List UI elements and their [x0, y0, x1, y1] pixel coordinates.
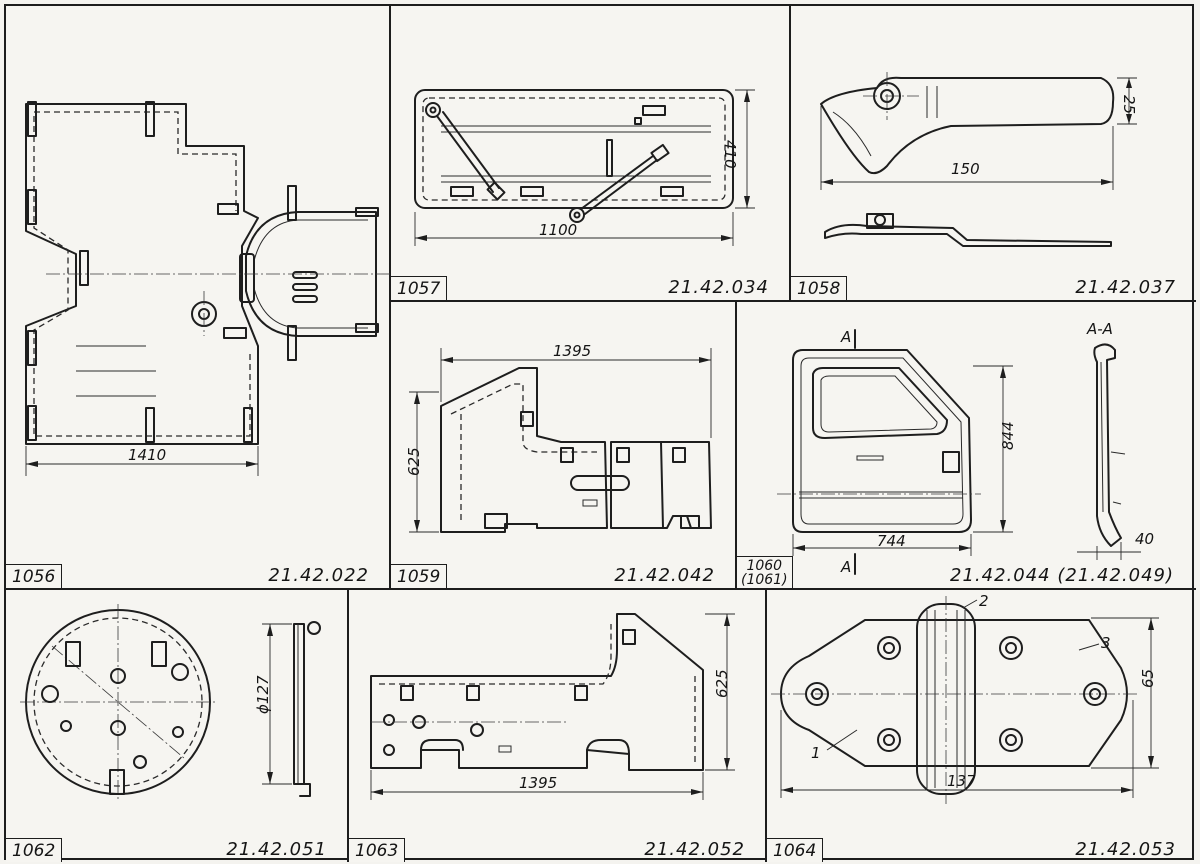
- dim-1063-width: 1395: [519, 774, 557, 792]
- part-code-1059: 21.42.042: [614, 565, 715, 586]
- panel-1059: 1395 625 1059 21.42.042: [391, 302, 737, 590]
- drawing-1056: 1410: [6, 6, 391, 590]
- part-code-1060: 21.42.044 (21.42.049): [950, 565, 1174, 586]
- part-number-1064: 1064: [767, 838, 824, 862]
- drawing-1064: 1 2 3 137 65: [767, 592, 1196, 862]
- dim-1058-width: 150: [951, 160, 980, 178]
- section-label: A-A: [1086, 320, 1113, 338]
- dim-1059-height: 625: [405, 447, 423, 476]
- dim-1060-width: 744: [877, 532, 906, 550]
- part-number-1057: 1057: [391, 276, 448, 300]
- drawing-1058: 150 25: [791, 6, 1138, 302]
- hinge-holes: [806, 637, 1106, 751]
- part-code-1062: 21.42.051: [226, 839, 327, 860]
- part-number-1058: 1058: [791, 276, 848, 300]
- part-number-1062: 1062: [6, 838, 63, 862]
- callout-3: 3: [1101, 634, 1111, 652]
- part-number-1063: 1063: [349, 838, 406, 862]
- part-number-1060: 1060 (1061): [737, 556, 793, 588]
- part-code-1058: 21.42.037: [1075, 277, 1176, 298]
- dim-1062-diameter: ϕ127: [254, 675, 272, 714]
- dim-1060-depth: 40: [1135, 530, 1154, 548]
- panel-1058: 150 25 1058 21.42.037: [791, 6, 1196, 302]
- panel-1062: ϕ127 1062 21.42.051: [6, 590, 349, 862]
- bracket-marks: [28, 102, 378, 442]
- part-code-1063: 21.42.052: [644, 839, 745, 860]
- dim-1060-height: 844: [999, 421, 1017, 450]
- part-number-1059: 1059: [391, 564, 448, 588]
- panel-1056: 1410 1056 21.42.022: [6, 6, 391, 590]
- cut-mark-top: A: [840, 328, 851, 346]
- dim-1058-height: 25: [1120, 95, 1138, 114]
- panel-1064: 1 2 3 137 65 1064 21.42.053: [767, 590, 1196, 862]
- dim-1059-width: 1395: [553, 342, 591, 360]
- drawing-sheet: 1410 1056 21.42.022: [4, 4, 1196, 862]
- dim-1057-height: 410: [721, 140, 739, 169]
- dim-1063-height: 625: [713, 669, 731, 698]
- drawing-1059: 1395 625: [405, 342, 737, 590]
- dim-1057-width: 1100: [539, 221, 577, 239]
- dim-1064-width: 137: [947, 772, 976, 790]
- drawing-1060: A A A-A 844 744 40: [737, 320, 1154, 576]
- dim-1056-width: 1410: [128, 446, 166, 464]
- drawing-1063: 1395 625: [349, 590, 767, 862]
- drawing-1057: 1100 410: [391, 6, 791, 302]
- callout-1: 1: [811, 744, 821, 762]
- part-code-1064: 21.42.053: [1075, 839, 1176, 860]
- cut-mark-bottom: A: [840, 558, 851, 576]
- dim-1064-height: 65: [1139, 669, 1157, 688]
- part-code-1056: 21.42.022: [268, 565, 369, 586]
- panel-1063: 1395 625 1063 21.42.052: [349, 590, 767, 862]
- drawing-1062: ϕ127: [6, 590, 349, 862]
- panel-1060: A A A-A 844 744 40 1060 (1061) 21.42.044…: [737, 302, 1196, 590]
- callout-2: 2: [979, 592, 989, 610]
- part-number-1056: 1056: [6, 564, 63, 588]
- panel-1057: 1100 410 1057 21.42.034: [391, 6, 791, 302]
- part-code-1057: 21.42.034: [668, 277, 769, 298]
